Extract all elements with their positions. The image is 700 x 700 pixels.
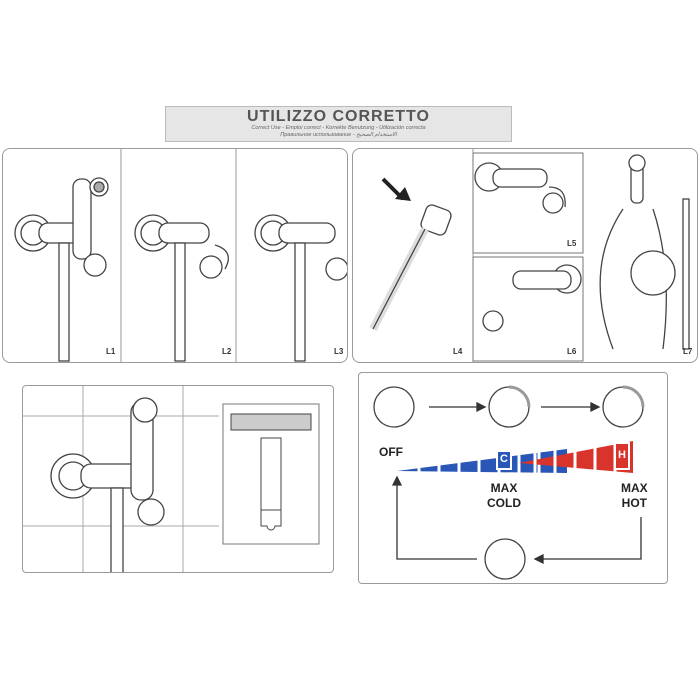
step-label-l5: L5 [567, 239, 576, 248]
title-subtitle-languages: Correct Use - Emploi correct - Korrekte … [166, 125, 511, 132]
label-max-cold: MAX COLD [487, 481, 521, 511]
steps-l4-l7-illustration [353, 149, 698, 363]
step-label-l3: L3 [334, 347, 343, 356]
steps-l1-l3-illustration [3, 149, 348, 363]
page-title: UTILIZZO CORRETTO [166, 108, 511, 125]
label-off: OFF [379, 445, 403, 459]
cold-mark: C [500, 453, 508, 465]
installation-illustration [23, 386, 334, 573]
panel-thermostat: C H OFF MAX COLD MAX HOT [358, 372, 668, 584]
label-max-hot: MAX HOT [621, 481, 648, 511]
title-banner: UTILIZZO CORRETTO Correct Use - Emploi c… [165, 106, 512, 142]
title-subtitle-languages-2: Правильное использование - الاستخدام الص… [166, 132, 511, 139]
step-label-l1: L1 [106, 347, 115, 356]
step-label-l2: L2 [222, 347, 231, 356]
step-label-l6: L6 [567, 347, 576, 356]
panel-steps-l4-l7: L4 L5 L6 L7 [352, 148, 698, 363]
step-label-l4: L4 [453, 347, 462, 356]
thermostat-diagram [359, 373, 668, 584]
step-label-l7: L7 [683, 347, 692, 356]
hot-mark: H [618, 449, 626, 461]
panel-steps-l1-l3: L1 L2 L3 [2, 148, 348, 363]
panel-installation [22, 385, 334, 573]
